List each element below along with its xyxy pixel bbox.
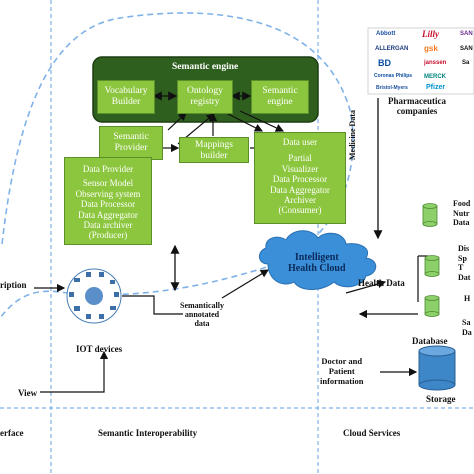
iot-devices-label: IOT devices (76, 344, 123, 354)
cloud-line-2: Health Cloud (288, 263, 346, 274)
food-line-1: Food (453, 199, 471, 208)
data-provider-line-1: Data Provider (82, 164, 134, 174)
sa-label: Sa Da (462, 318, 472, 337)
data-provider-line-5: Data Processor (80, 199, 136, 210)
semantic-engine-line-2: engine (267, 97, 293, 107)
annotated-line-2: annotated (184, 310, 220, 319)
data-provider-line-4: Observing system (75, 188, 141, 199)
sa-line-1: Sa (462, 318, 471, 327)
logo-sa: Sa (462, 60, 470, 66)
storage-cylinder (418, 345, 456, 391)
cloud-label: Intelligent Health Cloud (288, 252, 346, 274)
logo-bd: BD (378, 58, 391, 68)
disease-line-3: T (458, 263, 464, 272)
data-provider-line-8: (Producer) (88, 230, 128, 241)
ontology-line-2: registry (190, 97, 220, 107)
logo-allergan: ALLERGAN (375, 46, 409, 52)
logo-bristol: Bristol-Myers (376, 85, 408, 91)
disease-line-2: Sp (458, 253, 467, 263)
disease-line-1: Dis (458, 244, 470, 253)
semantic-engine-line-1: Semantic (262, 86, 298, 96)
logo-san-1: SAN (460, 31, 473, 37)
cylinder-food (422, 203, 438, 227)
data-user-line-4: Visualizer (281, 163, 319, 174)
logo-merck: MERCK (424, 74, 446, 80)
data-user-line-7: Archiver (284, 195, 316, 206)
pharma-line-2: companies (396, 106, 438, 116)
data-user-box: Data user Partial Visualizer Data Proces… (254, 132, 346, 224)
section-middle-title: Semantic Interoperability (98, 428, 198, 438)
data-user-line-3: Partial (288, 153, 312, 164)
doctor-line-3: information (320, 376, 364, 386)
disease-line-4: Dat (458, 272, 471, 282)
pharma-line-1: Pharmaceutica (388, 96, 446, 106)
annotated-line-1: Semantically (180, 301, 224, 310)
vocabulary-line-1: Vocabulary (104, 86, 148, 96)
data-user-line-6: Data Aggregator (270, 184, 330, 195)
semantic-provider-line-1: Semantic (113, 132, 149, 142)
mappings-builder-box: Mappings builder (179, 137, 249, 163)
logo-philips: Coronas Philips (374, 73, 413, 79)
doctor-line-1: Doctor and (321, 356, 363, 366)
mappings-line-1: Mappings (195, 140, 233, 150)
logo-lilly: Lilly (422, 29, 439, 39)
storage-label: Storage (426, 394, 456, 404)
sa-line-2: Da (462, 327, 472, 337)
doctor-patient-label: Doctor and Patient information (320, 356, 363, 386)
pharma-label: Pharmaceutica companies (388, 96, 446, 116)
iot-devices-cluster (66, 268, 122, 324)
disease-label: Dis Sp T Dat (458, 244, 470, 282)
food-line-3: Data (453, 218, 470, 227)
semantic-engine-inner-box: Semantic engine (251, 80, 309, 114)
description-label: ription (0, 280, 27, 290)
food-line-2: Nutr (453, 208, 470, 218)
section-right-title: Cloud Services (343, 428, 401, 438)
vocabulary-line-2: Builder (111, 97, 141, 107)
section-left-title: erface (0, 428, 24, 438)
data-user-line-1: Data user (282, 137, 318, 147)
mappings-line-2: builder (200, 151, 228, 161)
data-user-line-5: Data Processor (272, 174, 328, 185)
logo-janssen: janssen (424, 60, 447, 66)
semantic-engine-title: Semantic engine (172, 62, 239, 72)
semantically-annotated-label: Semantically annotated data (180, 301, 224, 328)
intelligent-health-cloud (259, 230, 377, 290)
cylinder-health (424, 295, 440, 317)
logo-pfizer: Pfizer (426, 84, 446, 91)
pharma-logo-panel (367, 27, 474, 95)
view-label: View (18, 388, 38, 398)
doctor-line-2: Patient (328, 366, 355, 376)
medicine-data-label: Medicine Data (348, 110, 357, 160)
semantic-provider-line-2: Provider (114, 143, 148, 153)
data-provider-line-6: Data Aggregator (78, 209, 138, 220)
database-label: Database (412, 336, 448, 346)
h-label: H (464, 294, 471, 303)
vocabulary-builder-box: Vocabulary Builder (97, 80, 155, 114)
data-provider-box: Data Provider Sensor Model Observing sys… (64, 157, 152, 245)
logo-abbott: Abbott (376, 31, 396, 37)
cylinder-disease (424, 255, 440, 277)
health-data-label: Health Data (358, 278, 405, 288)
logo-san-2: SAN (460, 46, 473, 52)
data-provider-line-7: Data archiver (83, 220, 133, 231)
ontology-registry-box: Ontology registry (177, 80, 233, 114)
food-label: Food Nutr Data (453, 199, 470, 228)
ontology-line-1: Ontology (187, 86, 223, 96)
data-user-line-8: (Consumer) (278, 205, 322, 216)
data-provider-line-3: Sensor Model (82, 178, 134, 189)
logo-gsk: gsk (424, 44, 438, 53)
semantic-provider-box: Semantic Provider (99, 126, 163, 160)
cloud-line-1: Intelligent (294, 252, 339, 263)
annotated-line-3: data (194, 319, 210, 328)
